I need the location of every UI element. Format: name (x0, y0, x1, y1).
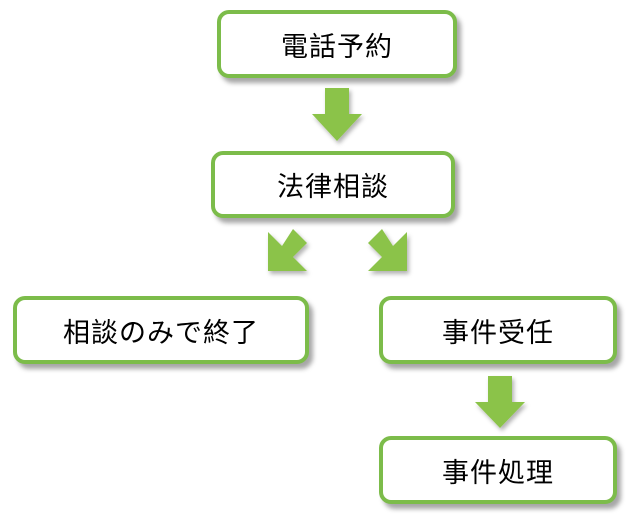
arrow-consultation-to-acceptance (368, 229, 407, 271)
arrow-consultation-to-end (268, 229, 307, 271)
node-label: 電話予約 (281, 31, 393, 63)
node-label: 事件受任 (442, 317, 554, 349)
node-consultation-only: 相談のみで終了 (13, 296, 309, 364)
node-legal-consultation: 法律相談 (211, 151, 455, 218)
node-label: 法律相談 (277, 172, 389, 203)
node-phone-reservation: 電話予約 (217, 10, 457, 78)
node-case-acceptance: 事件受任 (379, 296, 617, 364)
node-label: 事件処理 (442, 457, 554, 489)
arrow-reservation-to-consultation (312, 88, 362, 141)
node-label: 相談のみで終了 (63, 317, 259, 349)
node-case-handling: 事件処理 (379, 436, 617, 504)
arrow-acceptance-to-handling (475, 376, 525, 428)
